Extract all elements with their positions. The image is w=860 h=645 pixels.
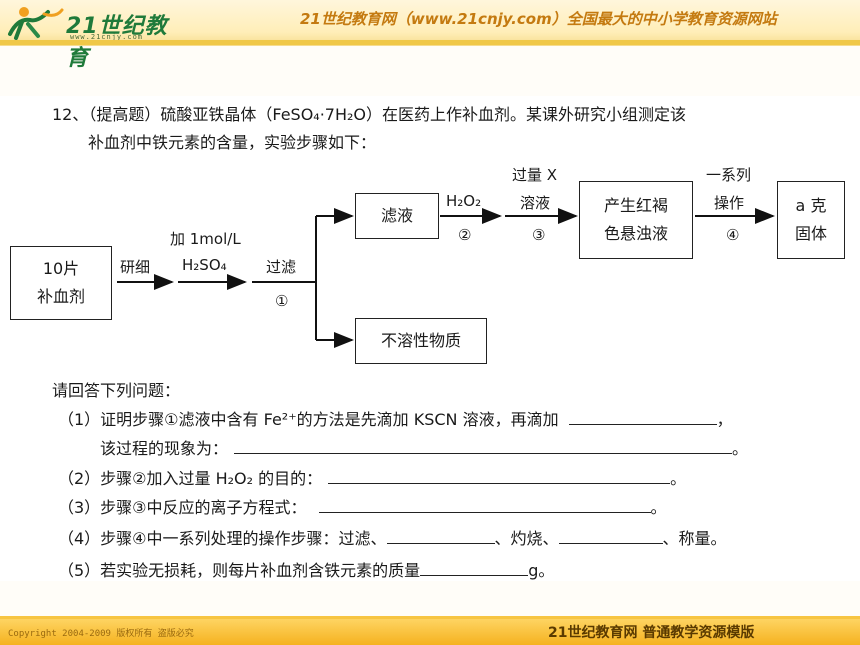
- q1-end: ，: [716, 410, 733, 429]
- label-series-2: 操作: [714, 194, 745, 212]
- q1-text: （1）证明步骤①滤液中含有 Fe²⁺的方法是先滴加 KSCN 溶液，再滴加: [58, 410, 559, 429]
- label-excess-x-1: 过量 X: [512, 166, 558, 184]
- q4-text-c: 、称量。: [662, 529, 727, 548]
- footer: Copyright 2004-2009 版权所有 盗版必究 21世纪教育网 普通…: [0, 616, 860, 645]
- q2-text: （2）步骤②加入过量 H₂O₂ 的目的：: [58, 469, 323, 488]
- label-step4: ④: [726, 226, 740, 244]
- label-step1: ①: [275, 292, 289, 310]
- label-filter: 过滤: [266, 258, 297, 276]
- q1-line2: 该过程的现象为： 。: [100, 435, 748, 459]
- box-solid-line2: 固体: [794, 224, 827, 243]
- label-excess-x-2: 溶液: [520, 194, 551, 212]
- q2-end: 。: [670, 469, 687, 488]
- box-suspension-line2: 色悬浊液: [603, 224, 668, 243]
- logo-url: www.21cnjy.com: [70, 33, 144, 41]
- label-step2: ②: [458, 226, 472, 244]
- label-grind: 研细: [120, 258, 151, 276]
- q4-blank-2[interactable]: [558, 527, 663, 544]
- footer-divider: [0, 616, 860, 619]
- q2-blank[interactable]: [328, 467, 671, 484]
- site-logo[interactable]: 21世纪教育 www.21cnjy.com: [4, 4, 184, 71]
- q4-text-a: （4）步骤④中一系列处理的操作步骤：过滤、: [58, 529, 387, 548]
- q1-blank-reagent[interactable]: [568, 408, 717, 425]
- label-h2o2: H₂O₂: [446, 192, 482, 210]
- q4-text-b: 、灼烧、: [494, 529, 559, 548]
- q1-line1: （1）证明步骤①滤液中含有 Fe²⁺的方法是先滴加 KSCN 溶液，再滴加 ，: [58, 406, 733, 430]
- label-acid-2: H₂SO₄: [182, 256, 227, 274]
- q4-blank-1[interactable]: [386, 527, 495, 544]
- label-series-1: 一系列: [706, 166, 752, 184]
- q3-text: （3）步骤③中反应的离子方程式：: [58, 498, 307, 517]
- box-solid: a 克 固体: [777, 181, 845, 259]
- copyright-text: Copyright 2004-2009 版权所有 盗版必究: [8, 629, 194, 639]
- q3-end: 。: [650, 498, 667, 517]
- q1-blank-phenomenon[interactable]: [234, 437, 733, 454]
- header-divider: [0, 40, 860, 45]
- box-start-line1: 10片: [42, 259, 80, 278]
- box-filtrate: 滤液: [355, 193, 439, 239]
- footer-brand: 21世纪教育网 普通教学资源模版: [548, 625, 755, 641]
- question-title-line2: 补血剂中铁元素的含量，实验步骤如下：: [88, 133, 377, 152]
- q1-phenomenon-text: 该过程的现象为：: [100, 439, 229, 458]
- q3-blank[interactable]: [318, 496, 651, 513]
- q5-blank[interactable]: [420, 559, 529, 576]
- runner-logo-icon: [8, 7, 64, 40]
- q5-end: g。: [528, 561, 555, 580]
- header: 21世纪教育 www.21cnjy.com 21世纪教育网（www.21cnjy…: [0, 0, 860, 71]
- box-start: 10片 补血剂: [10, 246, 112, 320]
- q5-text: （5）若实验无损耗，则每片补血剂含铁元素的质量: [58, 561, 421, 580]
- q4-line: （4）步骤④中一系列处理的操作步骤：过滤、 、灼烧、 、称量。: [58, 525, 727, 549]
- label-step3: ③: [532, 226, 546, 244]
- question-title: 12、（提高题）硫酸亚铁晶体（FeSO₄·7H₂O）在医药上作补血剂。某课外研究…: [52, 105, 687, 124]
- box-start-line2: 补血剂: [36, 287, 85, 306]
- q1b-end: 。: [732, 439, 749, 458]
- label-acid-1: 加 1mol/L: [170, 230, 241, 248]
- box-suspension: 产生红褐 色悬浊液: [579, 181, 693, 259]
- answer-prompt: 请回答下列问题：: [52, 381, 181, 400]
- site-slogan: 21世纪教育网（www.21cnjy.com）全国最大的中小学教育资源网站: [300, 10, 777, 28]
- q5-line: （5）若实验无损耗，则每片补血剂含铁元素的质量 g。: [58, 557, 554, 581]
- box-solid-line1: a 克: [795, 196, 827, 215]
- box-insoluble: 不溶性物质: [355, 318, 487, 364]
- logo-text: 21世纪教育: [66, 14, 168, 71]
- box-suspension-line1: 产生红褐: [603, 196, 668, 215]
- q3-line: （3）步骤③中反应的离子方程式： 。: [58, 494, 667, 518]
- q2-line: （2）步骤②加入过量 H₂O₂ 的目的： 。: [58, 465, 686, 489]
